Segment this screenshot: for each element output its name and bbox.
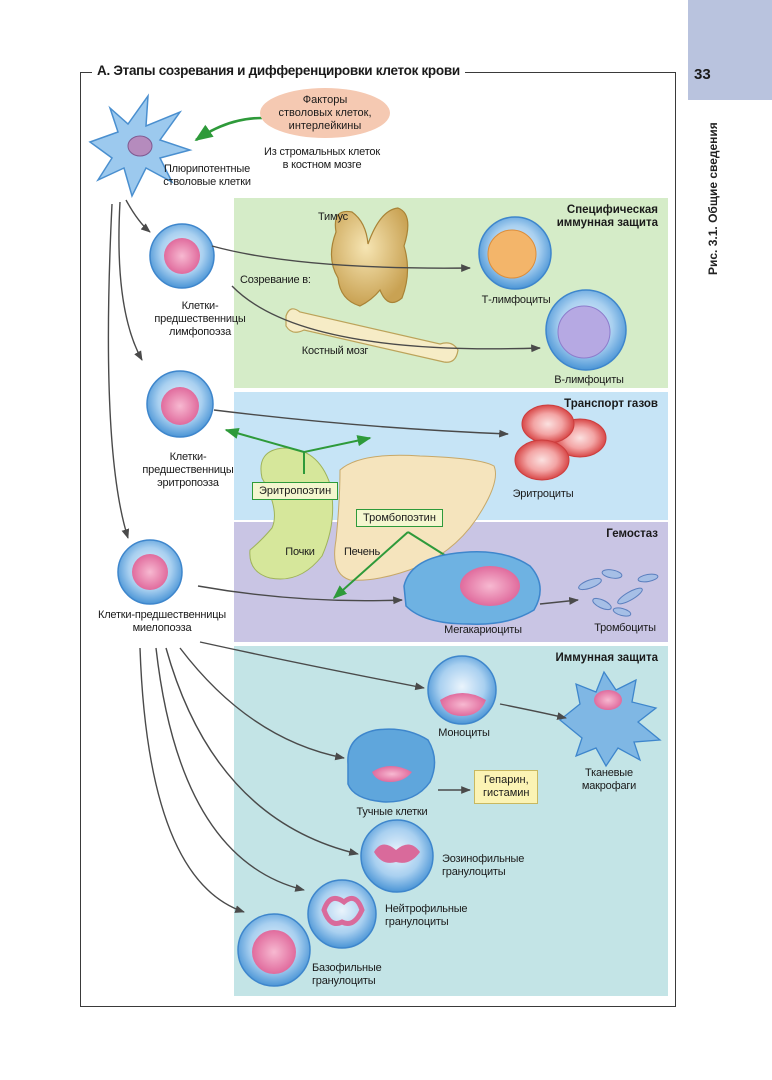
factors-bubble: Факторы стволовых клеток, интерлейкины (260, 88, 390, 138)
macrophage-icon (558, 670, 662, 768)
erythropoietin-box: Эритропоэтин (252, 482, 339, 500)
arrow-to-monocytes (199, 641, 425, 691)
arrow-stem-to-erythroid (118, 201, 143, 361)
arrow-to-basophils (139, 647, 245, 913)
arrow-to-eosinophils (165, 647, 359, 856)
bone-icon (285, 308, 459, 363)
kidney-icon (249, 447, 334, 580)
erythroid-progenitor-label: Клетки- предшественницы эритропоэза (142, 451, 234, 489)
neutrophil-icon (307, 879, 377, 949)
arrow-stem-to-myeloid (107, 203, 130, 539)
arrow-to-erythrocytes (213, 409, 509, 438)
basophils-label: Базофильные гранулоциты (312, 962, 382, 987)
kidneys-label: Почки (285, 546, 315, 558)
heparin-histamine-box: Гепарин, гистамин (474, 770, 539, 804)
eosinophils-label: Эозинофильные гранулоциты (442, 853, 525, 878)
erythrocytes-label: Эритроциты (512, 488, 574, 500)
panel-title-hemostasis: Гемостаз (606, 528, 658, 540)
arrow-to-neutrophils (155, 647, 305, 892)
liver-label: Печень (343, 546, 381, 558)
megakaryocyte-icon (403, 550, 541, 625)
monocyte-icon (427, 655, 497, 725)
arrow-to-macrophages (499, 703, 567, 720)
stem-cell-icon (88, 93, 193, 199)
macrophages-label: Тканевые макрофаги (581, 767, 637, 792)
lymphoid-progenitor-label: Клетки- предшественницы лимфопоэза (154, 300, 246, 338)
mast-cells-label: Тучные клетки (356, 806, 428, 818)
arrow-to-megakaryocytes (197, 585, 403, 605)
myeloid-progenitor-icon (117, 539, 183, 605)
t-lymphocytes-label: Т-лимфоциты (481, 294, 551, 306)
monocytes-label: Моноциты (438, 727, 490, 739)
arrow-to-b-lymphocytes (231, 285, 541, 353)
arrow-to-mast-cells (179, 647, 345, 761)
erythroid-progenitor-icon (146, 370, 214, 438)
thrombopoietin-box: Тромбопоэтин (356, 509, 443, 527)
erythropoietin-arrow-left (224, 428, 305, 453)
platelets-label: Тромбоциты (594, 622, 656, 634)
megakaryocytes-label: Мегакариоциты (444, 624, 522, 636)
thrombopoietin-arrow-down-left (332, 531, 409, 599)
thymus-icon (330, 207, 409, 307)
maturation-label: Созревание в: (240, 274, 311, 286)
b-lymphocyte-icon (545, 289, 627, 371)
arrow-to-platelets (539, 597, 579, 605)
b-lymphocytes-label: В-лимфоциты (554, 374, 624, 386)
section-title: А. Этапы созревания и дифференцировки кл… (92, 63, 465, 78)
panel-title-gas-transport: Транспорт газов (564, 398, 658, 410)
stem-cells-label: Плюрипотентные стволовые клетки (163, 163, 251, 188)
mast-cell-icon (347, 728, 436, 803)
page-number: 33 (694, 66, 711, 83)
platelets-icon (578, 569, 659, 617)
panel-title-specific-immunity: Специфическая иммунная защита (556, 204, 658, 229)
stromal-note: Из стромальных клеток в костном мозге (264, 146, 380, 171)
chapter-tab (688, 0, 772, 100)
t-lymphocyte-icon (478, 216, 552, 290)
myeloid-progenitor-label: Клетки-предшественницы миелопоэза (97, 609, 227, 634)
neutrophils-label: Нейтрофильные гранулоциты (385, 903, 468, 928)
panel-title-immune-defense: Иммунная защита (555, 652, 658, 664)
erythrocyte-icon (514, 404, 607, 481)
bone-marrow-label: Костный мозг (301, 345, 369, 357)
lymphoid-progenitor-icon (149, 223, 215, 289)
factors-arrow (194, 116, 263, 142)
eosinophil-icon (360, 819, 434, 893)
arrow-to-t-lymphocytes (211, 245, 471, 273)
thymus-label: Тимус (318, 211, 348, 223)
basophil-icon (237, 913, 311, 987)
arrow-stem-to-lymphoid (125, 199, 151, 233)
